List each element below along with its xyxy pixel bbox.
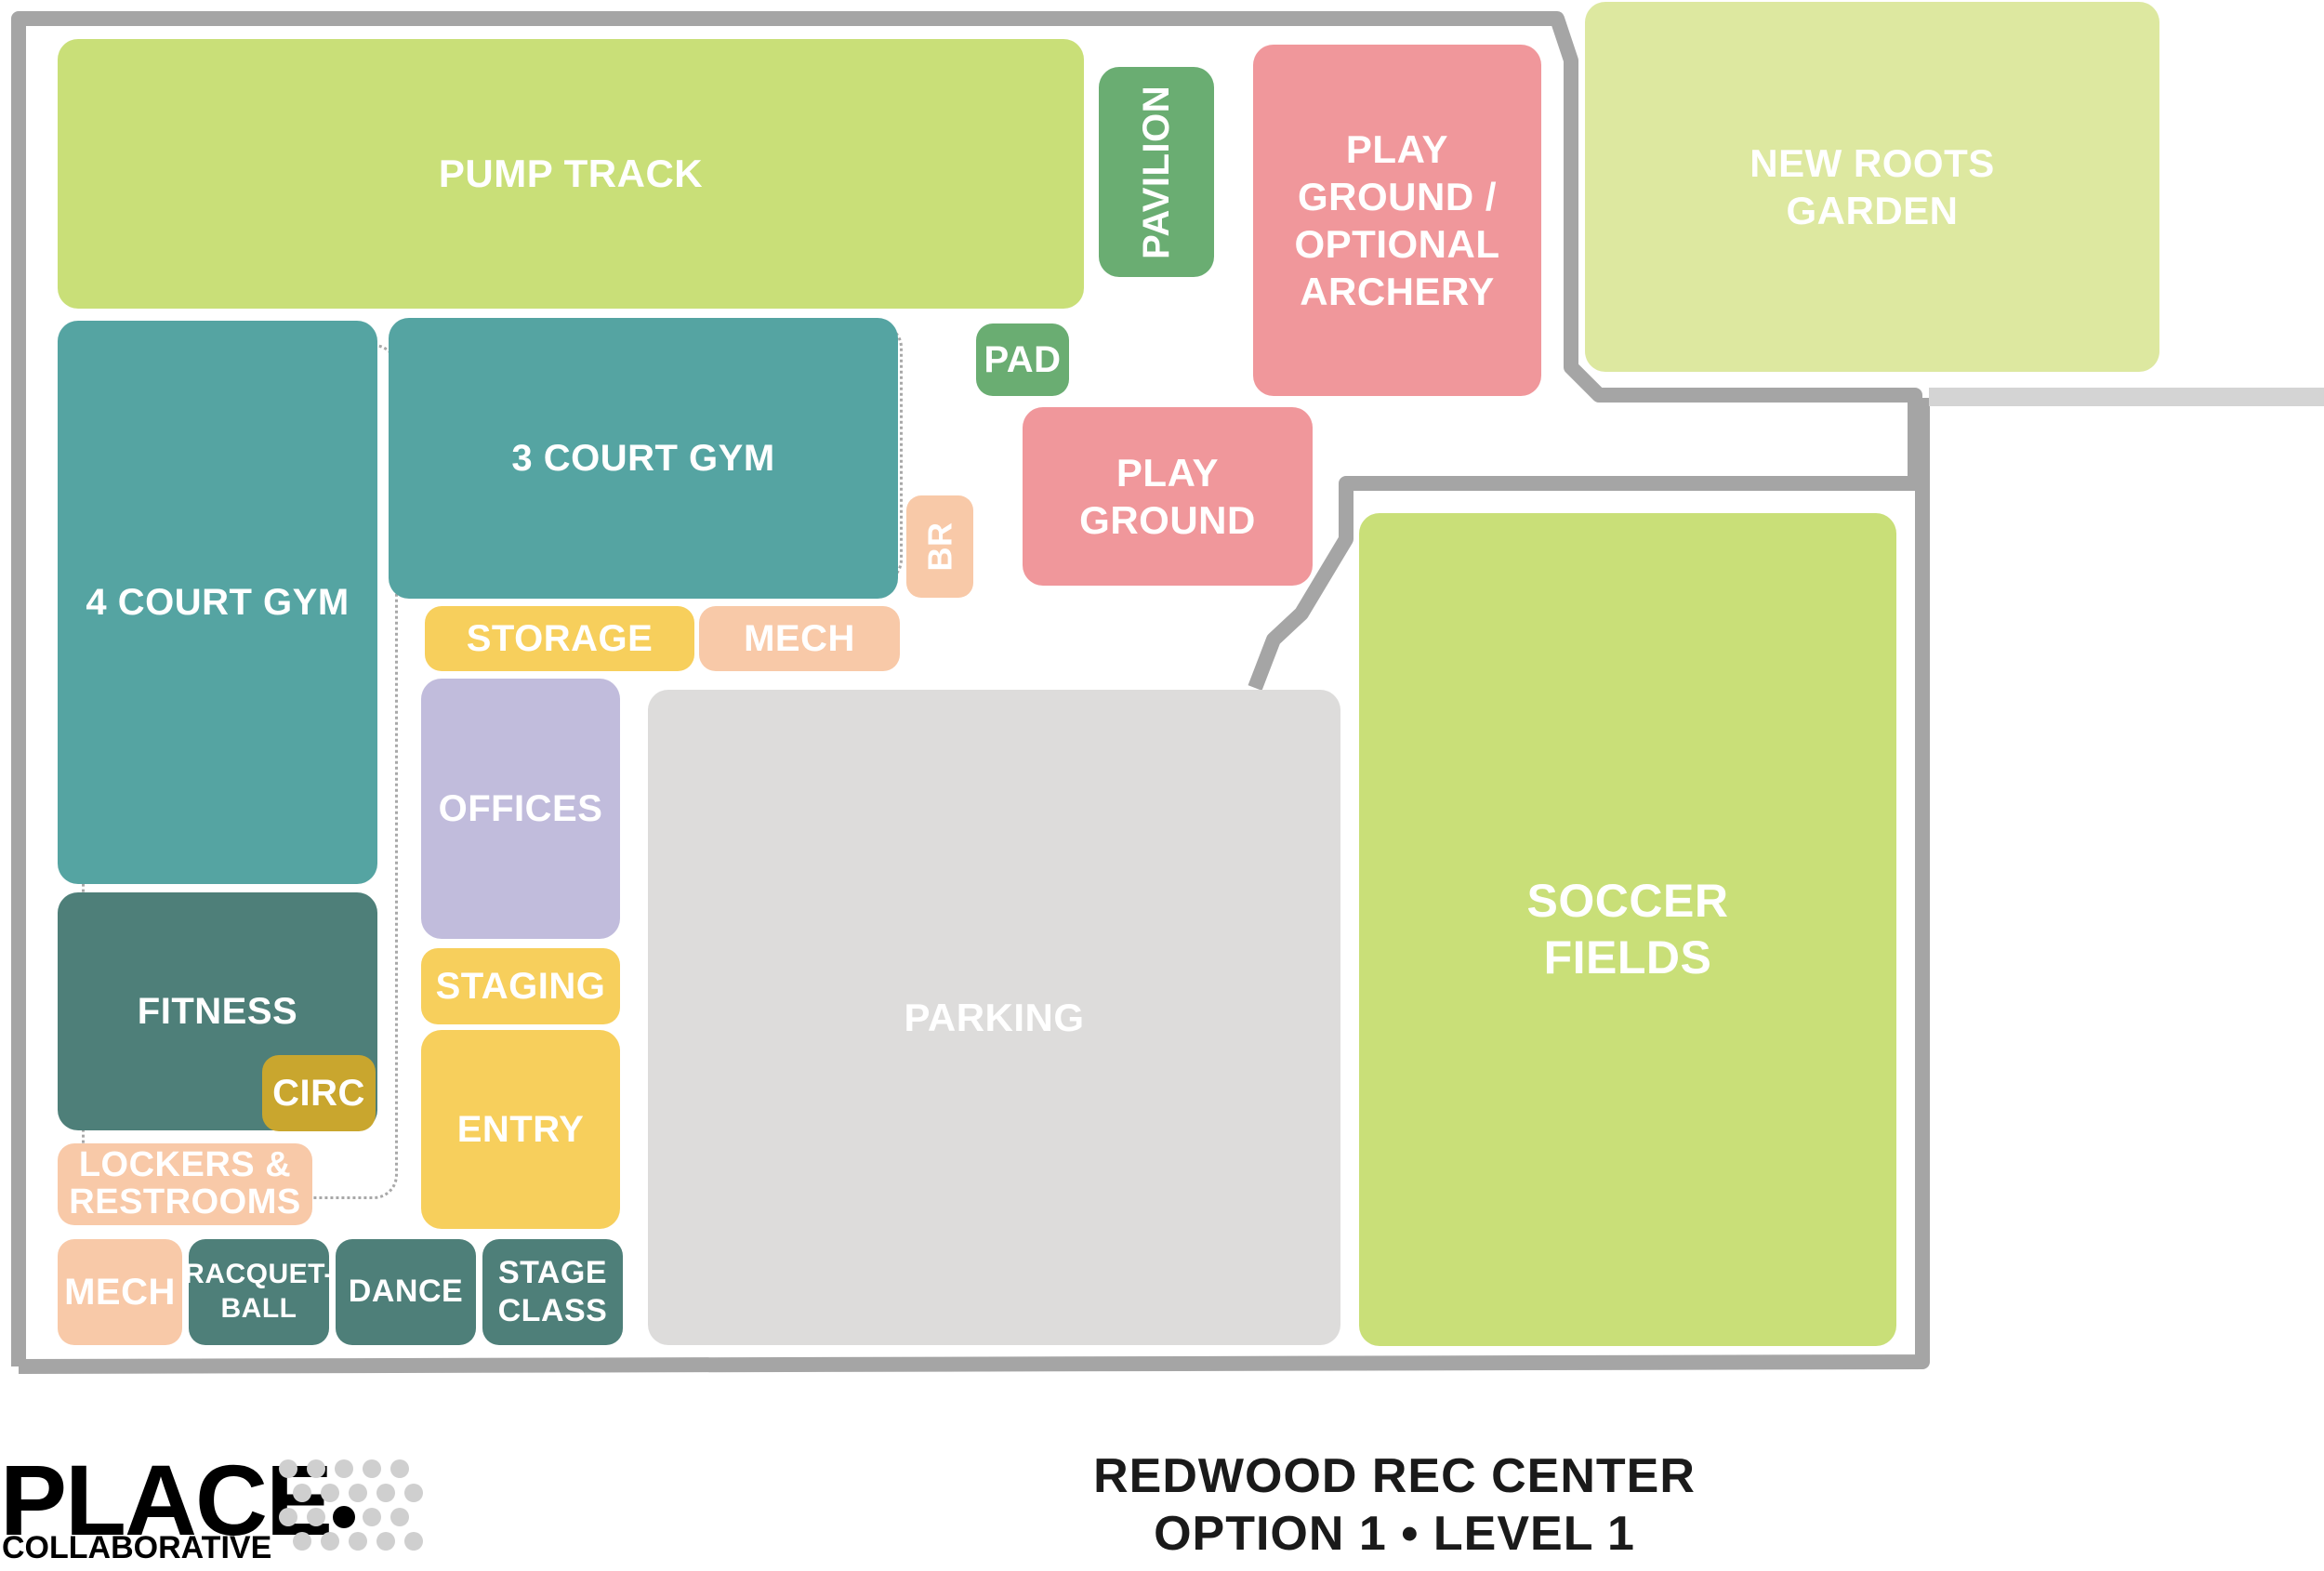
soccer-fields: SOCCER FIELDS: [1359, 513, 1896, 1346]
title-line-2: OPTION 1 • LEVEL 1: [1154, 1507, 1635, 1561]
dance: DANCE: [336, 1239, 476, 1345]
pavilion: PAVILION: [1099, 67, 1214, 277]
circ: CIRC: [262, 1055, 376, 1131]
lockers-restrooms: LOCKERS & RESTROOMS: [58, 1143, 312, 1225]
playground-archery: PLAY GROUND / OPTIONAL ARCHERY: [1253, 45, 1541, 396]
offices: OFFICES: [421, 679, 620, 939]
pavilion-label: PAVILION: [1135, 85, 1177, 259]
logo-word: PLACE: [0, 1444, 333, 1556]
mech-lower: MECH: [58, 1239, 182, 1345]
racquetball: RACQUET- BALL: [184, 1239, 333, 1345]
site-boundary-lower: [18, 398, 1930, 1374]
logo-dot-grid-icon: [279, 1459, 423, 1551]
staging: STAGING: [421, 948, 620, 1024]
storage: STORAGE: [425, 606, 694, 671]
entry: ENTRY: [421, 1030, 620, 1229]
logo-subword: COLLABORATIVE: [2, 1530, 272, 1565]
pad: PAD: [976, 323, 1069, 396]
title-line-1: REDWOOD REC CENTER: [1093, 1449, 1696, 1503]
playground: PLAY GROUND: [1023, 407, 1313, 586]
site-boundary: [11, 11, 1922, 1366]
parking: PARKING: [648, 690, 1340, 1345]
mech-upper: MECH: [699, 606, 900, 671]
stage-class: STAGE CLASS: [482, 1239, 623, 1345]
new-roots-garden: NEW ROOTS GARDEN: [1585, 2, 2159, 372]
br-label: BR: [920, 521, 959, 572]
pump-track: PUMP TRACK: [58, 39, 1084, 309]
three-court-gym: 3 COURT GYM: [389, 318, 898, 599]
br: BR: [906, 495, 973, 598]
four-court-gym: 4 COURT GYM: [58, 321, 377, 884]
